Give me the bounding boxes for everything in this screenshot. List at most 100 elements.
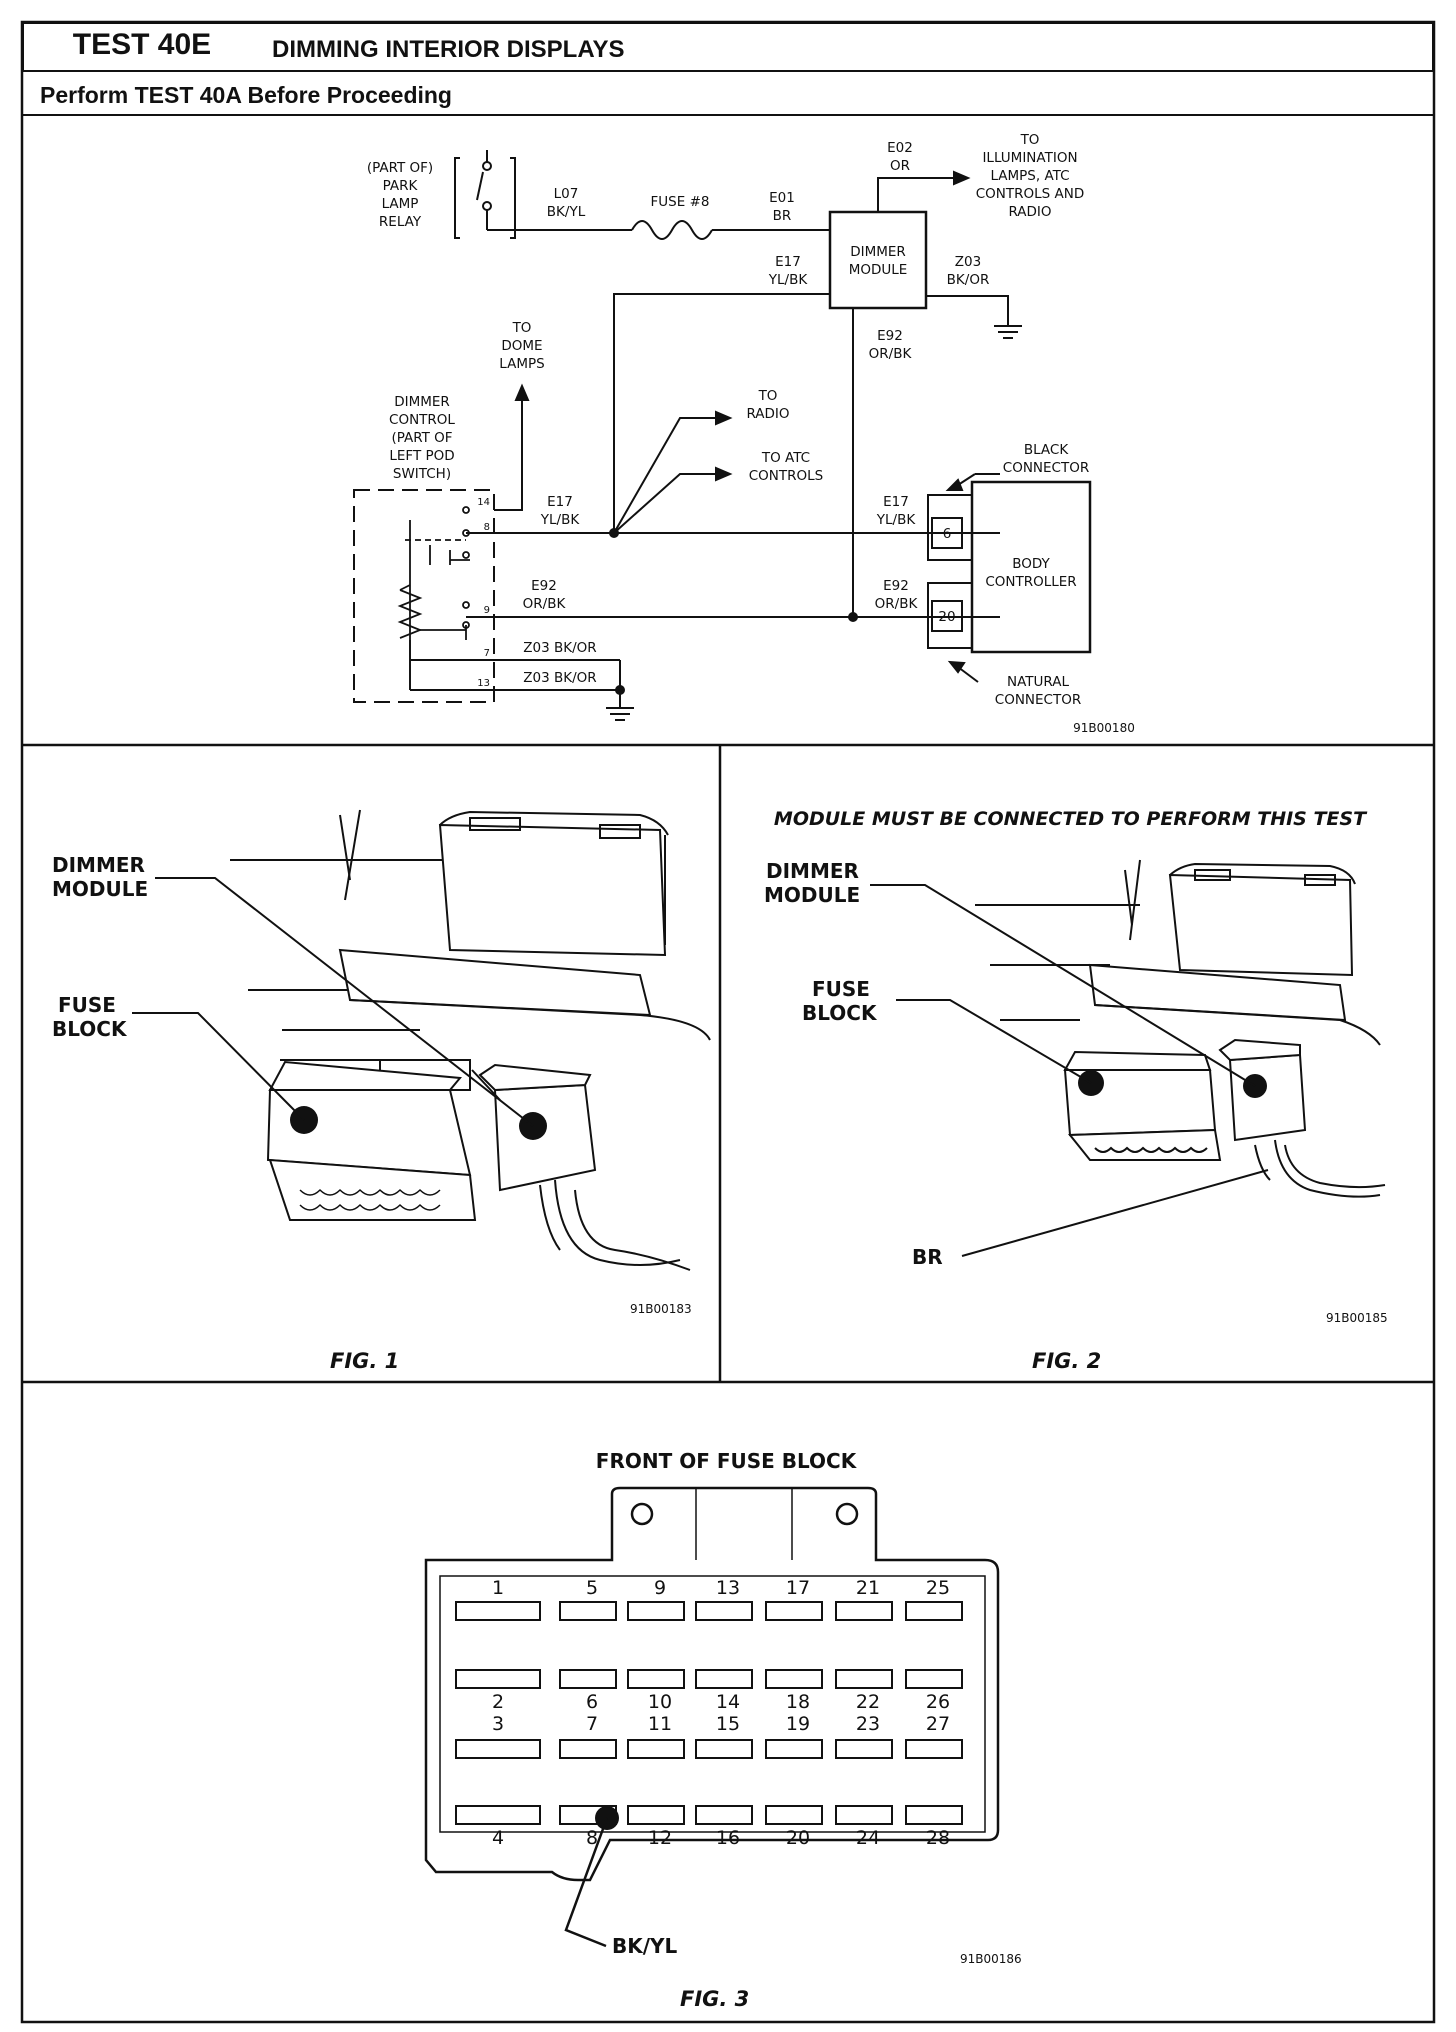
arrow-to-dome [514, 383, 530, 401]
slot-number-5: 5 [586, 1577, 598, 1599]
fig2-leaders [870, 884, 1269, 1257]
pin-7: 7 [484, 648, 490, 659]
e01-code: E01 [769, 190, 795, 206]
dimmer-control-line2: CONTROL [389, 412, 455, 428]
wiring-schematic [353, 150, 1092, 721]
black-connector-line2: CONNECTOR [1003, 460, 1089, 476]
fuse-slot-13 [695, 1601, 753, 1621]
to-illum-line1: TO [1020, 132, 1040, 148]
fig1-caption: FIG. 1 [330, 1349, 399, 1373]
schematic-labels: (PART OF) PARK LAMP RELAY L07 BK/YL FUSE… [367, 132, 1135, 735]
e02-color: OR [890, 158, 910, 174]
e17-right-color: YL/BK [876, 512, 917, 528]
fig3-leader [564, 1817, 609, 1948]
wire-to-radio [613, 417, 716, 534]
to-illum-line2: ILLUMINATION [982, 150, 1077, 166]
slot-number-4: 4 [492, 1827, 504, 1849]
fig3-fuse-slots [455, 1601, 963, 1825]
to-dome-line2: DOME [501, 338, 542, 354]
dimmer-control-line5: SWITCH) [393, 466, 451, 482]
natural-connector-line1: NATURAL [1007, 674, 1069, 690]
fig3-fuse-block-outline [424, 1486, 1000, 1882]
fuse-slot-28 [905, 1805, 963, 1825]
header-prereq: Perform TEST 40A Before Proceeding [40, 82, 452, 108]
z03-pin7-label: Z03 BK/OR [523, 640, 596, 656]
arrow-to-radio [715, 410, 733, 426]
fig1-dimmer-line1: DIMMER [52, 853, 145, 877]
fig3-wire-label: BK/YL [612, 1934, 678, 1958]
arrow-to-illumination [953, 170, 971, 186]
slot-number-15: 15 [716, 1713, 740, 1735]
park-relay-line1: (PART OF) [367, 160, 433, 176]
fuse-8-label: FUSE #8 [651, 194, 710, 210]
slot-number-18: 18 [786, 1691, 810, 1713]
pin-13: 13 [477, 678, 490, 689]
fuse-slot-5 [559, 1601, 617, 1621]
z03-top-code: Z03 [955, 254, 981, 270]
pin-14: 14 [477, 497, 490, 508]
fuse-slot-15 [695, 1739, 753, 1759]
l07-color: BK/YL [547, 204, 586, 220]
natural-connector [927, 582, 973, 649]
arrow-to-atc [715, 466, 733, 482]
slot-number-22: 22 [856, 1691, 880, 1713]
z03-pin13-label: Z03 BK/OR [523, 670, 596, 686]
cavity-6-label: 6 [943, 526, 952, 542]
to-illum-line5: RADIO [1008, 204, 1051, 220]
fig3-caption: FIG. 3 [680, 1987, 749, 2011]
fig2-dimmer-line2: MODULE [764, 883, 860, 907]
slot-number-12: 12 [648, 1827, 672, 1849]
fuse-slot-24 [835, 1805, 893, 1825]
e92-mid-color: OR/BK [869, 346, 913, 362]
fuse-slot-9 [627, 1601, 685, 1621]
switch-internals [397, 506, 470, 690]
to-atc-line2: CONTROLS [749, 468, 824, 484]
header-test-id: TEST 40E [72, 28, 212, 61]
black-connector-line1: BLACK [1024, 442, 1070, 458]
slot-number-16: 16 [716, 1827, 740, 1849]
fig1-fuse-line1: FUSE [58, 993, 116, 1017]
natural-connector-line2: CONNECTOR [995, 692, 1081, 708]
slot-number-1: 1 [492, 1577, 504, 1599]
fig3-ref: 91B00186 [960, 1952, 1022, 1966]
slot-number-28: 28 [926, 1827, 950, 1849]
fig1-ref: 91B00183 [630, 1302, 692, 1316]
pointer-natural-connector [957, 666, 979, 683]
fig2-fuse-line1: FUSE [812, 977, 870, 1001]
park-relay-line3: LAMP [382, 196, 419, 212]
slot-number-3: 3 [492, 1713, 504, 1735]
fuse-slot-14 [695, 1669, 753, 1689]
splice-dots [609, 528, 858, 695]
fuse-8-symbol [631, 220, 713, 240]
fuse-slot-7 [559, 1739, 617, 1759]
fig2-ref: 91B00185 [1326, 1311, 1388, 1325]
body-controller-line1: BODY [1012, 556, 1050, 572]
to-atc-line1: TO ATC [761, 450, 810, 466]
park-relay-line4: RELAY [379, 214, 422, 230]
wire-z03-top [926, 295, 1009, 326]
slot-number-8: 8 [586, 1827, 598, 1849]
fig2-br-label: BR [912, 1245, 943, 1269]
e17-left-color: YL/BK [540, 512, 581, 528]
slot-number-7: 7 [586, 1713, 598, 1735]
frame-lines [20, 20, 1436, 2024]
fuse-slot-3 [455, 1739, 541, 1759]
to-radio-line1: TO [758, 388, 778, 404]
to-illum-line4: CONTROLS AND [976, 186, 1085, 202]
slot-number-2: 2 [492, 1691, 504, 1713]
pin-9: 9 [484, 605, 490, 616]
fig2-dimmer-line1: DIMMER [766, 859, 859, 883]
fig1-leaders [132, 877, 534, 1127]
fuse-slot-1 [455, 1601, 541, 1621]
e02-code: E02 [887, 140, 913, 156]
fuse-slot-12 [627, 1805, 685, 1825]
slot-number-27: 27 [926, 1713, 950, 1735]
slot-number-19: 19 [786, 1713, 810, 1735]
e17-left-code: E17 [547, 494, 573, 510]
fuse-slot-25 [905, 1601, 963, 1621]
dimmer-control-switch-box [353, 489, 495, 703]
wire-e02 [877, 177, 954, 212]
fig2-caption: FIG. 2 [1032, 1349, 1101, 1373]
